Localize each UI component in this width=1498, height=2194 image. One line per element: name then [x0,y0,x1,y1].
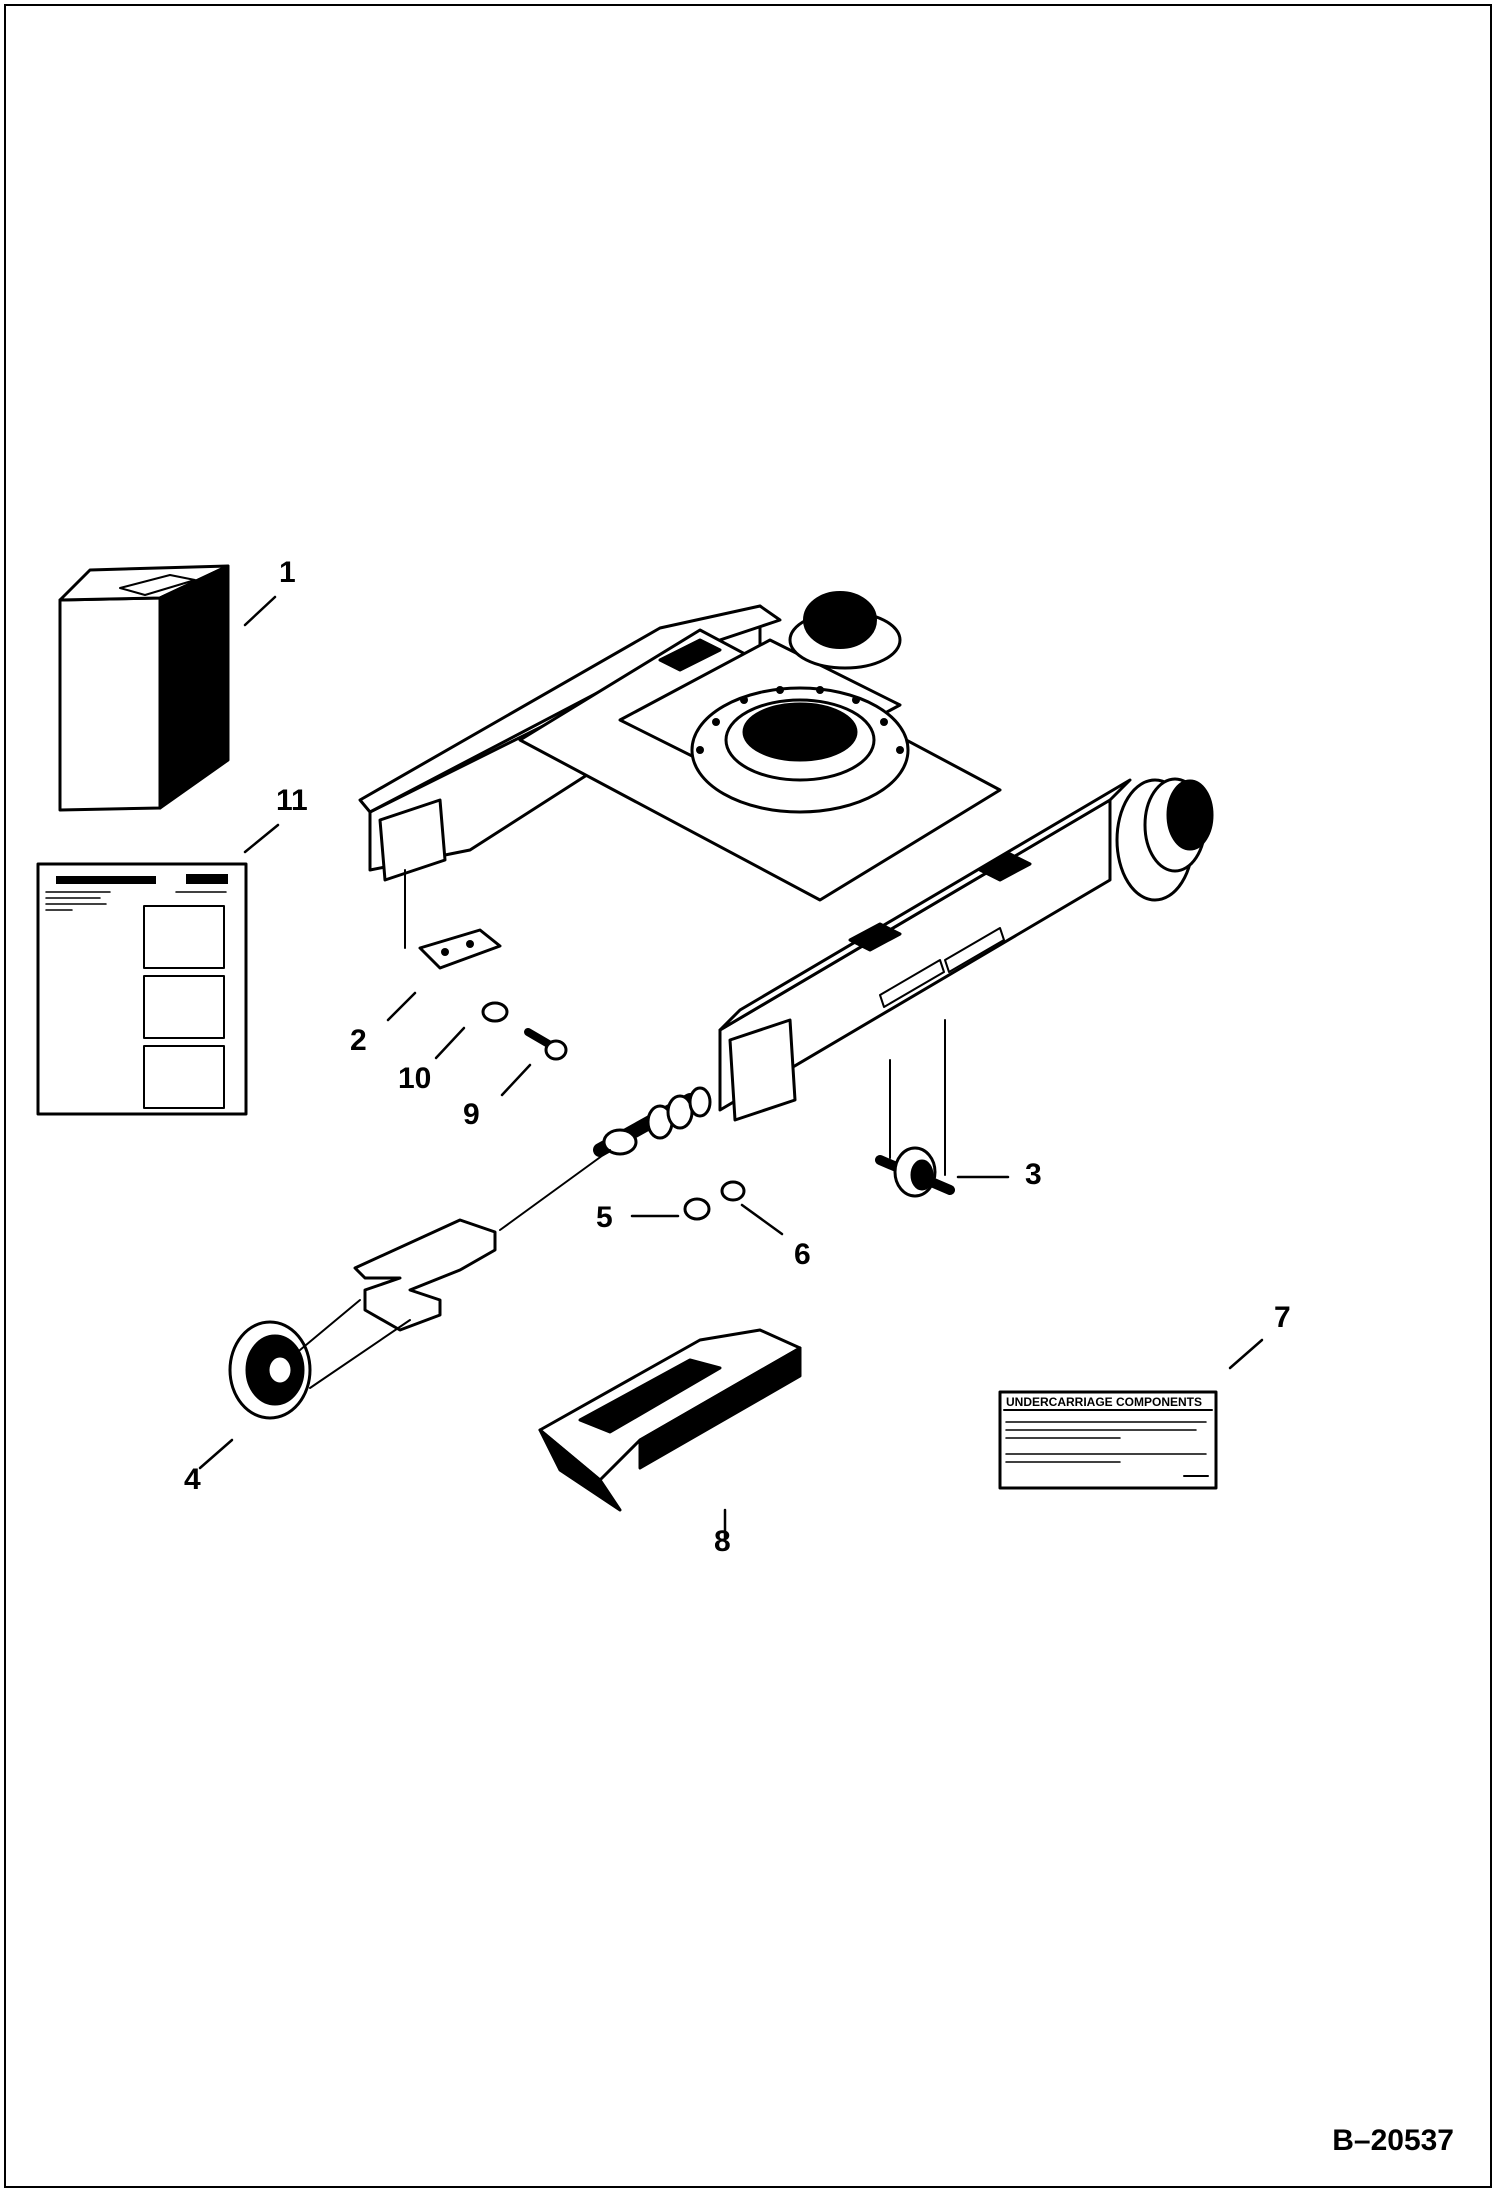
part-11-instruction-sheet: INSTRUCTIONS [36,862,248,1116]
callout-8: 8 [714,1525,731,1558]
callout-4: 4 [184,1463,201,1496]
part-6-washer [720,1180,746,1202]
callout-7: 7 [1274,1301,1291,1334]
callout-2: 2 [350,1024,367,1057]
callout-5: 5 [596,1201,613,1234]
callout-3: 3 [1025,1158,1042,1191]
part-5-nut [683,1197,711,1221]
part-9-bolt [524,1028,568,1061]
alignment-lines [299,869,946,1389]
part-2-plate [418,928,502,970]
callout-1: 1 [279,556,296,589]
part-3-track-roller [875,1146,955,1198]
part-8-rubber-track [538,1328,802,1512]
instruction-sheet-title: INSTRUCTIONS [72,876,140,886]
document-id: B–20537 [1332,2124,1454,2157]
callout-6: 6 [794,1238,811,1271]
decal-title: UNDERCARRIAGE COMPONENTS [1006,1395,1202,1409]
part-4-front-idler [228,1320,312,1420]
part-7-decal: UNDERCARRIAGE COMPONENTS [998,1390,1218,1490]
idler-yoke [353,1218,497,1332]
track-adjuster-spring [593,1086,712,1157]
drawing-border [4,4,1492,2188]
undercarriage-frame [358,591,1214,1122]
leader-lines [198,595,1264,1542]
part-10-lockwasher [481,1001,509,1023]
callout-11: 11 [276,784,308,817]
callout-9: 9 [463,1098,480,1131]
part-1-manual-box [58,564,230,812]
callout-10: 10 [398,1062,432,1095]
